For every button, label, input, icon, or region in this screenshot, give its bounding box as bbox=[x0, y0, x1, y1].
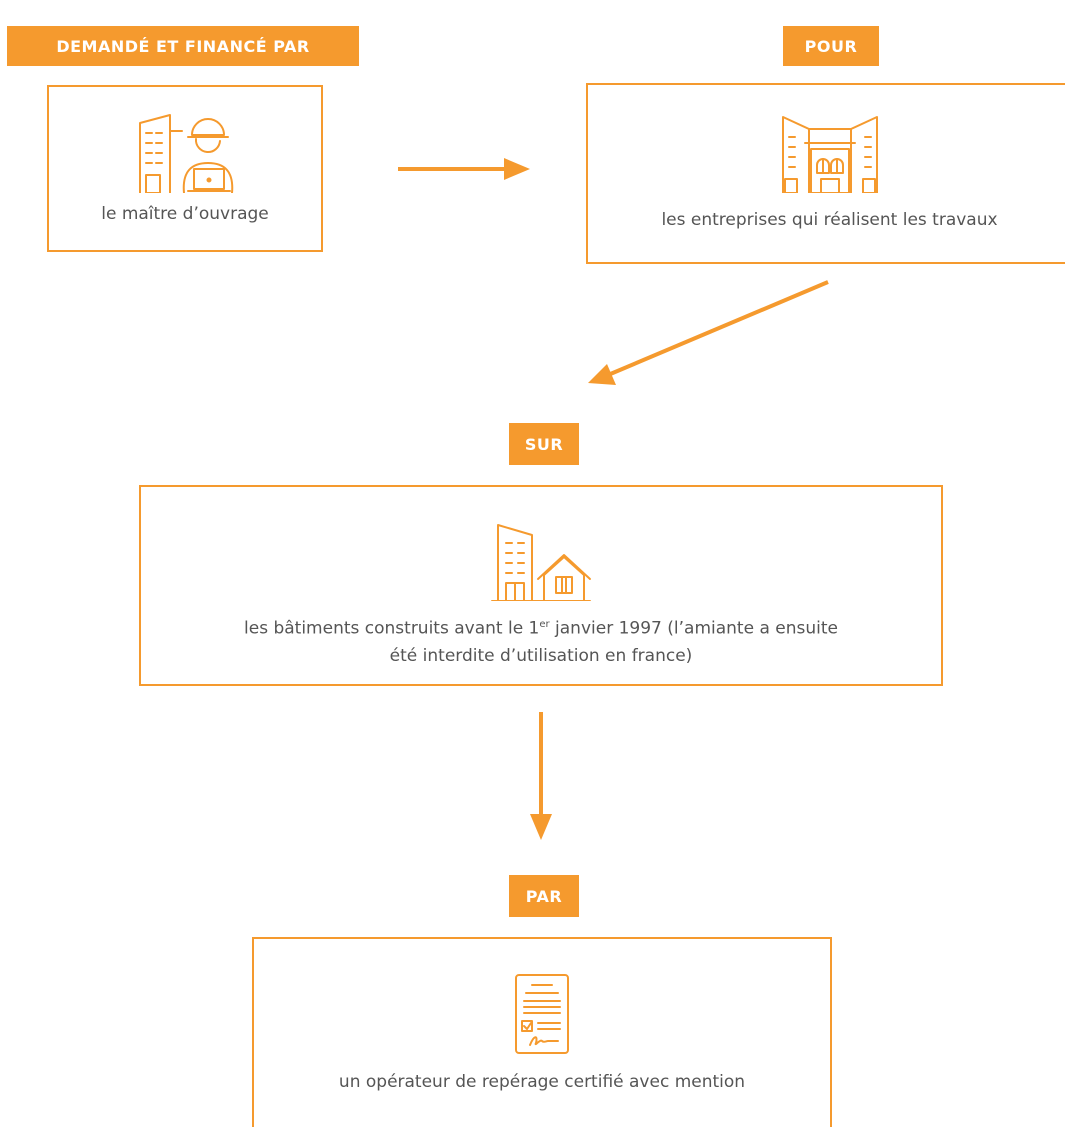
box-companies: les entreprises qui réalisent les travau… bbox=[586, 83, 1065, 264]
buildings-label-part1: les bâtiments construits avant le 1 bbox=[244, 618, 540, 639]
box-buildings: les bâtiments construits avant le 1er ja… bbox=[139, 485, 943, 686]
tag-on: SUR bbox=[509, 423, 579, 465]
engineer-laptop-icon bbox=[139, 114, 234, 193]
box-client-label: le maître d’ouvrage bbox=[101, 204, 269, 224]
box-companies-label: les entreprises qui réalisent les travau… bbox=[661, 210, 998, 230]
certificate-document-icon bbox=[515, 974, 569, 1054]
company-building-icon bbox=[781, 116, 878, 193]
box-client: le maître d’ouvrage bbox=[47, 85, 323, 252]
box-buildings-label: les bâtiments construits avant le 1er ja… bbox=[244, 611, 838, 670]
arrow-companies-to-buildings bbox=[588, 280, 829, 385]
buildings-house-icon bbox=[491, 524, 591, 601]
tag-by: PAR bbox=[509, 875, 579, 917]
tag-requested-by: DEMANDÉ ET FINANCÉ PAR bbox=[7, 26, 359, 66]
arrow-buildings-to-operator bbox=[530, 712, 552, 840]
buildings-label-line2: été interdite d’utilisation en france) bbox=[389, 645, 693, 666]
buildings-label-part2: janvier 1997 (l’amiante a ensuite bbox=[549, 618, 838, 639]
box-operator-label: un opérateur de repérage certifié avec m… bbox=[338, 1072, 746, 1092]
tag-for: POUR bbox=[783, 26, 879, 66]
arrow-client-to-companies bbox=[398, 158, 530, 180]
box-operator: un opérateur de repérage certifié avec m… bbox=[252, 937, 832, 1127]
buildings-label-sup: er bbox=[539, 619, 550, 630]
